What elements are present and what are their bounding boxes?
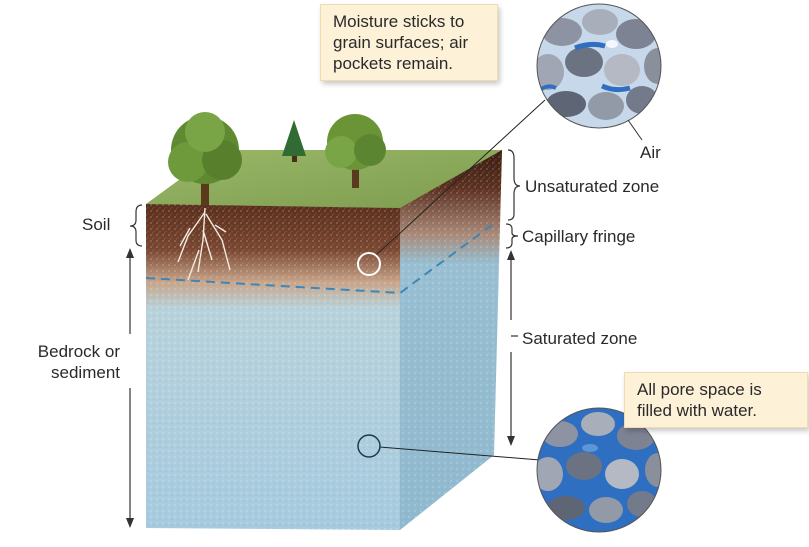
block-front-speckle: [146, 204, 400, 530]
tree-icon: [168, 112, 242, 206]
soil-brace: [129, 204, 143, 247]
tree-icon: [325, 114, 386, 188]
magnifier-circle-icon: [536, 3, 662, 129]
soil-label: Soil: [82, 215, 111, 234]
sample-marker-bottom: [357, 434, 381, 458]
saturated-arrow-down-head: [507, 436, 515, 446]
water-table-line: [145, 221, 497, 295]
bedrock-label: Bedrock or sediment: [37, 342, 120, 382]
block-side-speckle: [400, 150, 502, 530]
bedrock-arrow-down-head: [126, 518, 134, 528]
capillary-fringe-label: Capillary fringe: [522, 227, 636, 246]
air-label: Air: [640, 143, 661, 162]
callout-saturated: All pore space is filled with water.: [624, 372, 808, 428]
saturated-arrow-up-head: [507, 250, 515, 260]
capillary-brace: [505, 223, 519, 249]
root-icon: [177, 207, 231, 281]
callout-unsaturated: Moisture sticks to grain surfaces; air p…: [320, 4, 498, 81]
leader-line-top: [374, 99, 546, 257]
air-pointer: [627, 119, 643, 141]
bedrock-arrow-up-head: [126, 248, 134, 258]
unsaturated-zone-label: Unsaturated zone: [525, 177, 660, 196]
sample-marker-top: [357, 252, 381, 276]
saturated-zone-label: Saturated zone: [522, 329, 638, 348]
unsaturated-brace: [507, 149, 521, 221]
tree-icon: [282, 120, 306, 162]
leader-line-bottom: [379, 446, 541, 461]
